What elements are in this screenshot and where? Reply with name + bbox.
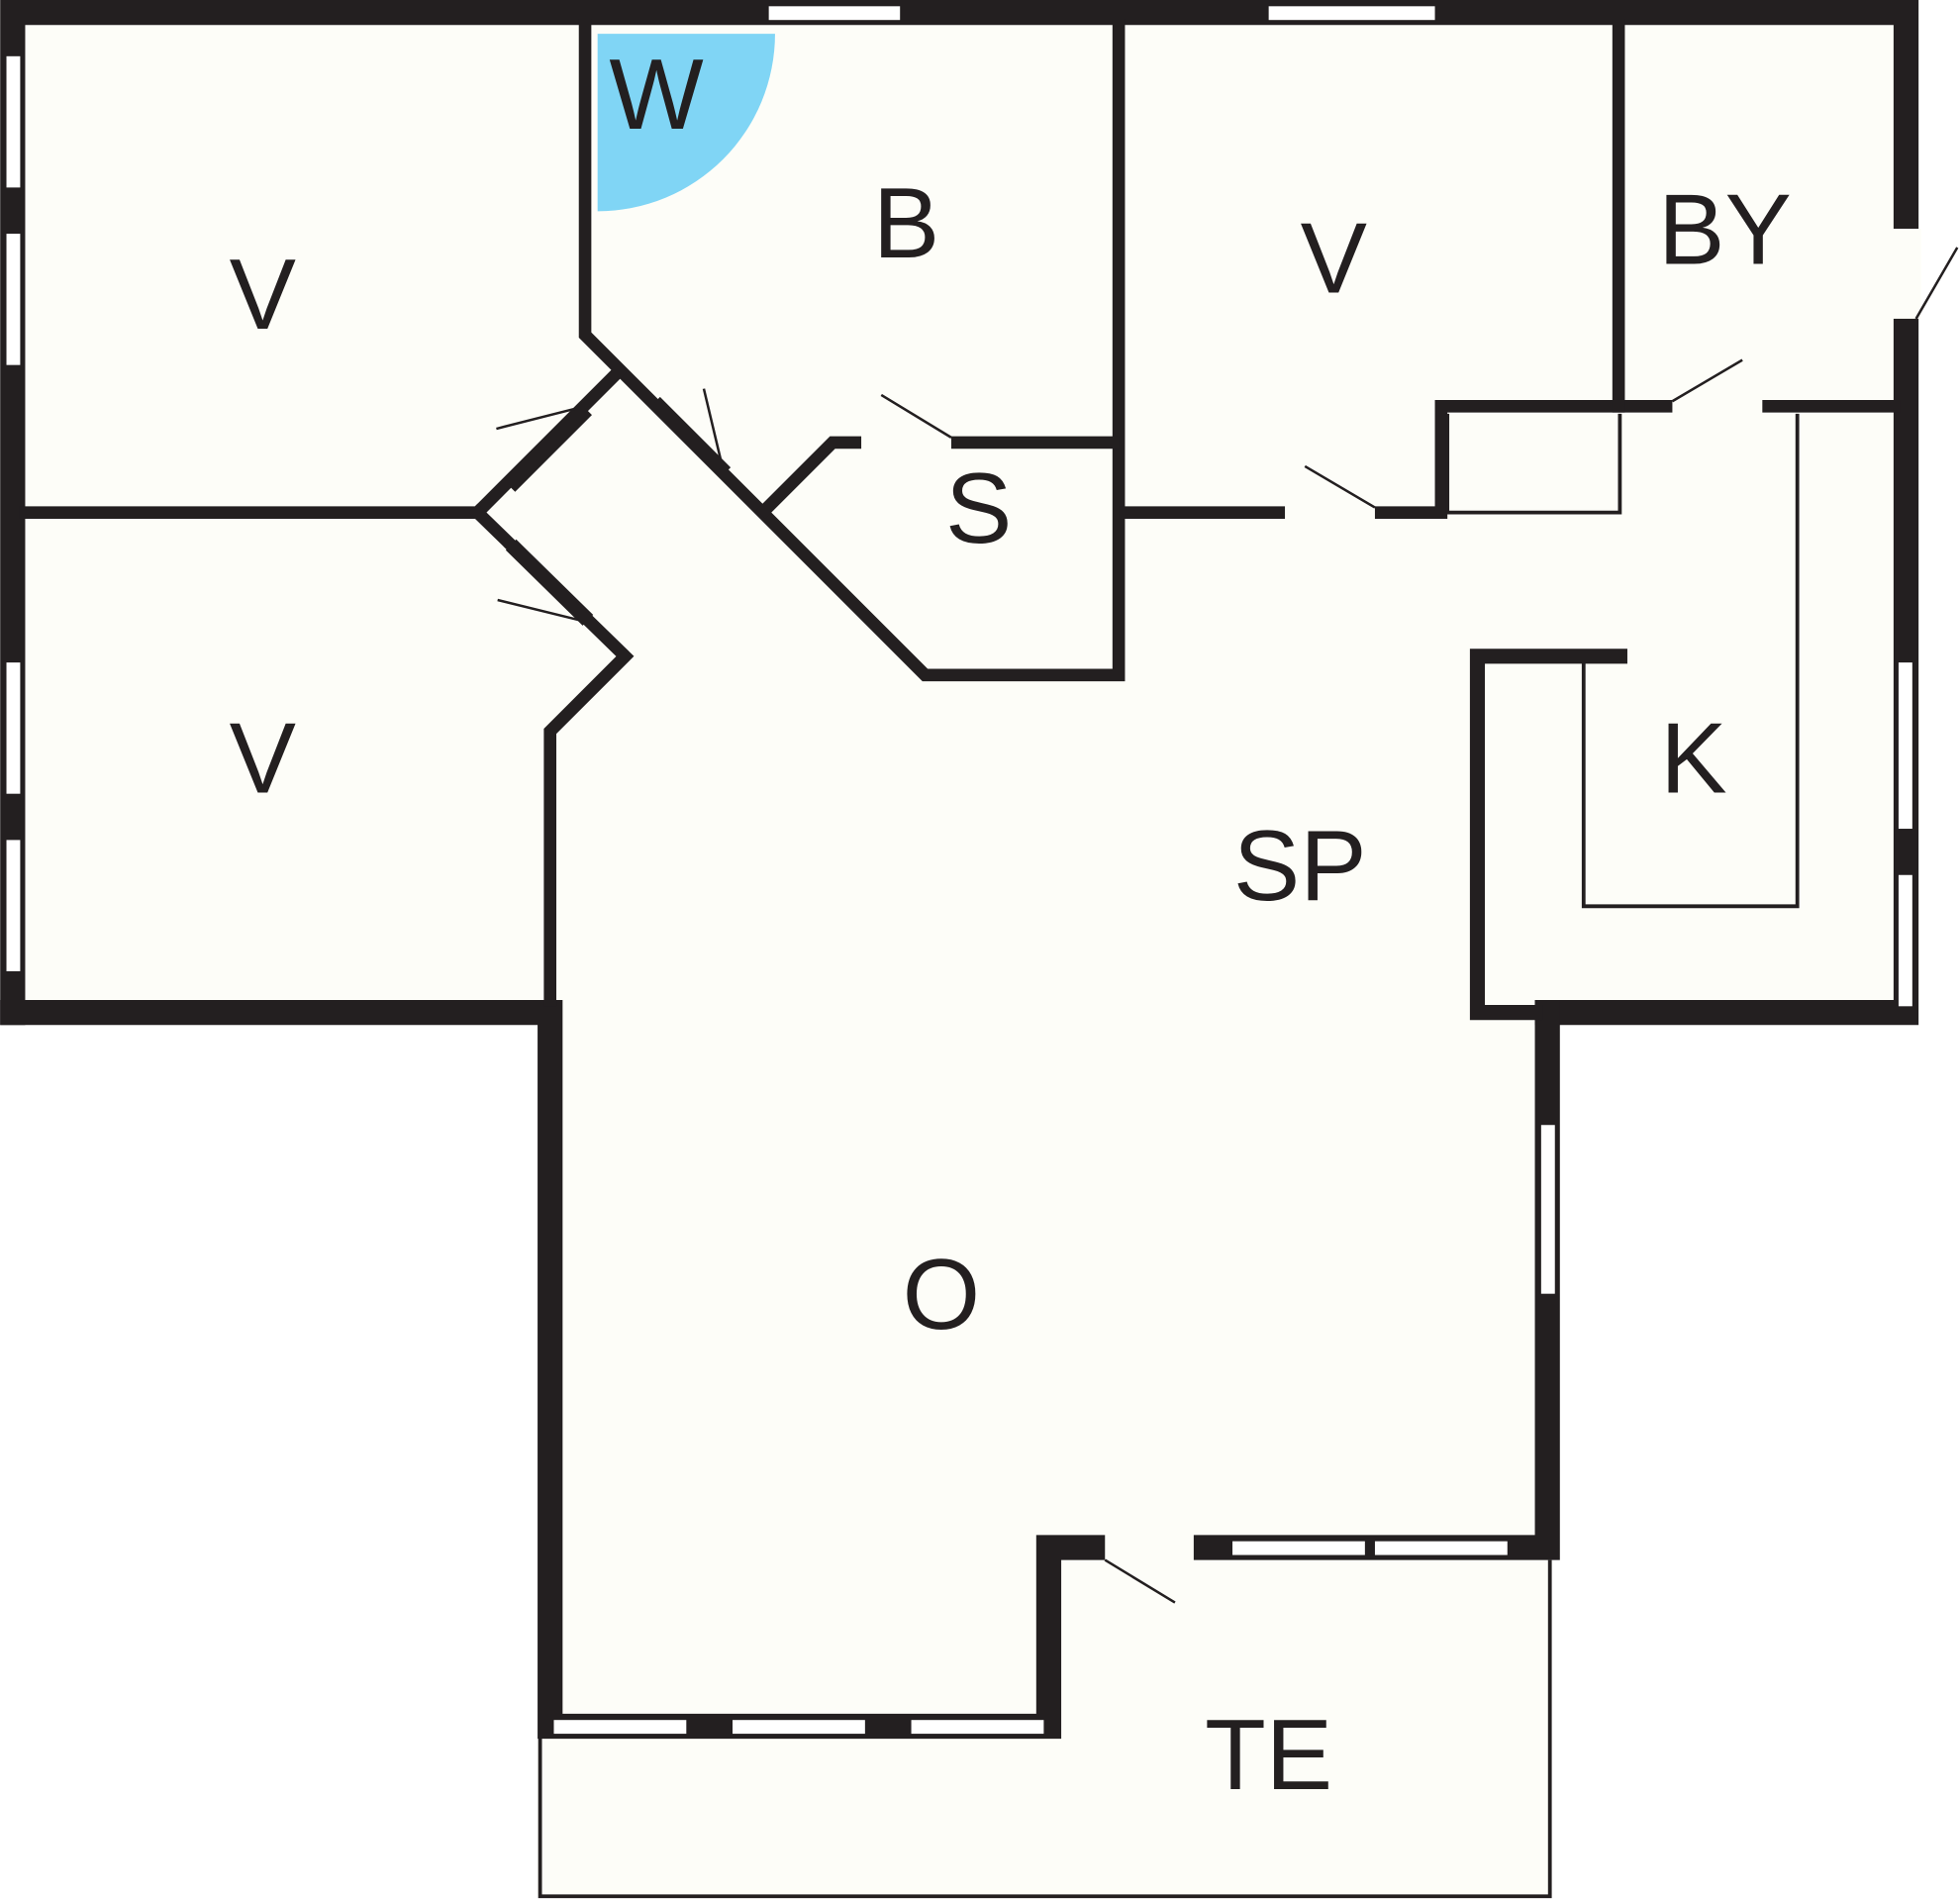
room-label-bedroom-top-left: V (230, 240, 296, 350)
room-label-dining: SP (1233, 811, 1367, 922)
room-label-bedroom-bottom-left: V (230, 704, 296, 815)
room-label-utility: BY (1658, 175, 1792, 286)
floor-area (12, 12, 1907, 1897)
kitchen-counter (1581, 413, 1800, 909)
door-swings (496, 247, 1959, 1604)
room-label-washer: W (609, 40, 703, 150)
door-openings (504, 229, 1921, 1563)
room-label-kitchen: K (1660, 704, 1726, 815)
room-label-bedroom-top-right: V (1301, 204, 1367, 315)
room-label-bathroom: B (873, 168, 939, 279)
washer-area (597, 34, 775, 212)
room-label-terrace: TE (1205, 1700, 1332, 1811)
windows (6, 6, 1912, 1735)
room-label-storage: S (945, 453, 1012, 564)
cabinet-outline (1445, 413, 1622, 515)
terrace-outline (538, 1559, 1552, 1899)
room-label-living: O (903, 1240, 981, 1350)
